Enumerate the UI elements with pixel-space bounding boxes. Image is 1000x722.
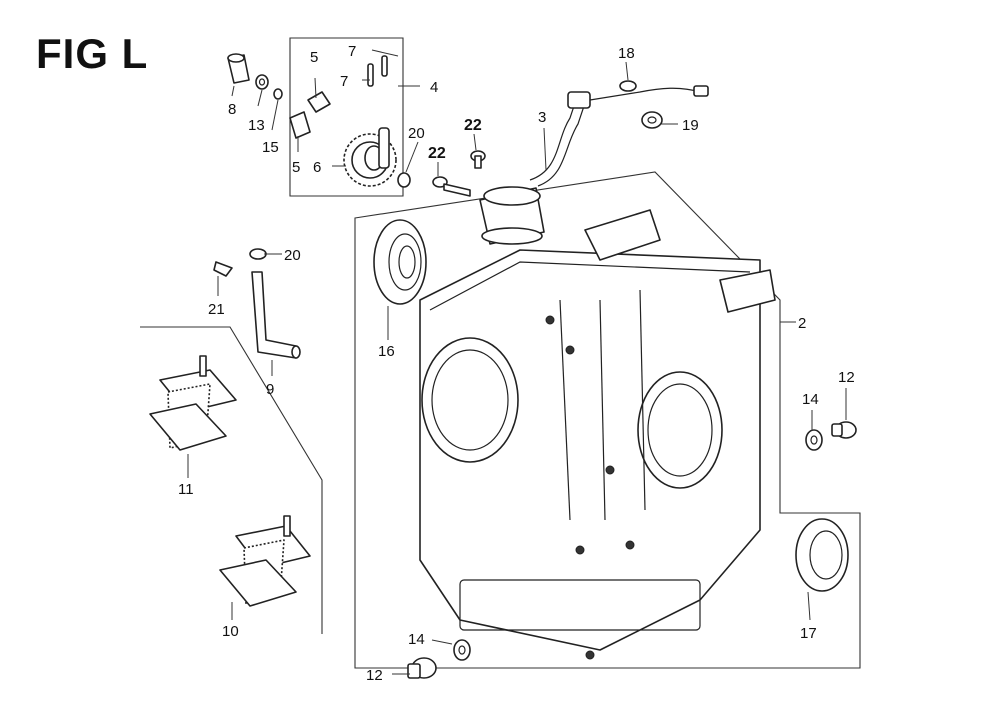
callout-3: 3 [538, 109, 546, 126]
callout-5b: 5 [292, 159, 300, 176]
drain-bolt-12-right [831, 421, 857, 439]
callout-5a: 5 [310, 49, 318, 66]
crankcase-2 [419, 209, 776, 660]
callout-15: 15 [262, 139, 279, 156]
callout-7b: 7 [340, 73, 348, 90]
bearing-16 [373, 219, 427, 305]
leader-lines [187, 49, 847, 675]
callout-14a: 14 [802, 391, 819, 408]
breather-tube-9 [251, 271, 301, 359]
governor-weight-5 [289, 91, 331, 139]
callout-21: 21 [208, 301, 225, 318]
washer-14-bottom [453, 639, 471, 661]
oil-sensor-3 [479, 91, 591, 245]
bolt-22b [432, 176, 471, 197]
callout-22b: 22 [428, 145, 446, 162]
bolt-22a [470, 150, 486, 169]
callout-11: 11 [178, 481, 194, 498]
callout-8: 8 [228, 101, 236, 118]
clip-21 [213, 261, 233, 277]
oil-sensor-wire-18 [589, 80, 709, 101]
callout-19: 19 [682, 117, 699, 134]
governor-group-frame [289, 37, 404, 197]
callout-20b: 20 [408, 125, 425, 142]
callout-13: 13 [248, 117, 265, 134]
pin-7 [367, 55, 388, 87]
callout-12b: 12 [366, 667, 383, 684]
governor-bolt-8 [227, 53, 250, 84]
callout-16: 16 [378, 343, 395, 360]
callout-9: 9 [266, 381, 274, 398]
washer-20-left [249, 248, 267, 260]
washer-14-right [805, 429, 823, 451]
engine-mount-11 [149, 355, 237, 451]
callout-17: 17 [800, 625, 817, 642]
clip-15 [273, 88, 283, 100]
washer-13 [255, 74, 269, 90]
nut-19 [641, 111, 663, 129]
oil-seal-17 [795, 518, 849, 592]
drain-bolt-12-bottom [407, 657, 437, 679]
callout-7a: 7 [348, 43, 356, 60]
callout-10: 10 [222, 623, 239, 640]
governor-gear-6 [343, 127, 397, 187]
mount-group-frame [140, 326, 323, 634]
engine-mount-10 [219, 515, 311, 607]
callout-12a: 12 [838, 369, 855, 386]
callout-20a: 20 [284, 247, 301, 264]
figure-title: FIG L [36, 30, 149, 77]
callout-18: 18 [618, 45, 635, 62]
crankcase-group-frame [354, 171, 861, 669]
callout-4: 4 [430, 79, 438, 96]
washer-20-right [397, 172, 411, 188]
callout-22a: 22 [464, 117, 482, 134]
callout-2: 2 [798, 315, 806, 332]
callout-6: 6 [313, 159, 321, 176]
callout-14b: 14 [408, 631, 425, 648]
